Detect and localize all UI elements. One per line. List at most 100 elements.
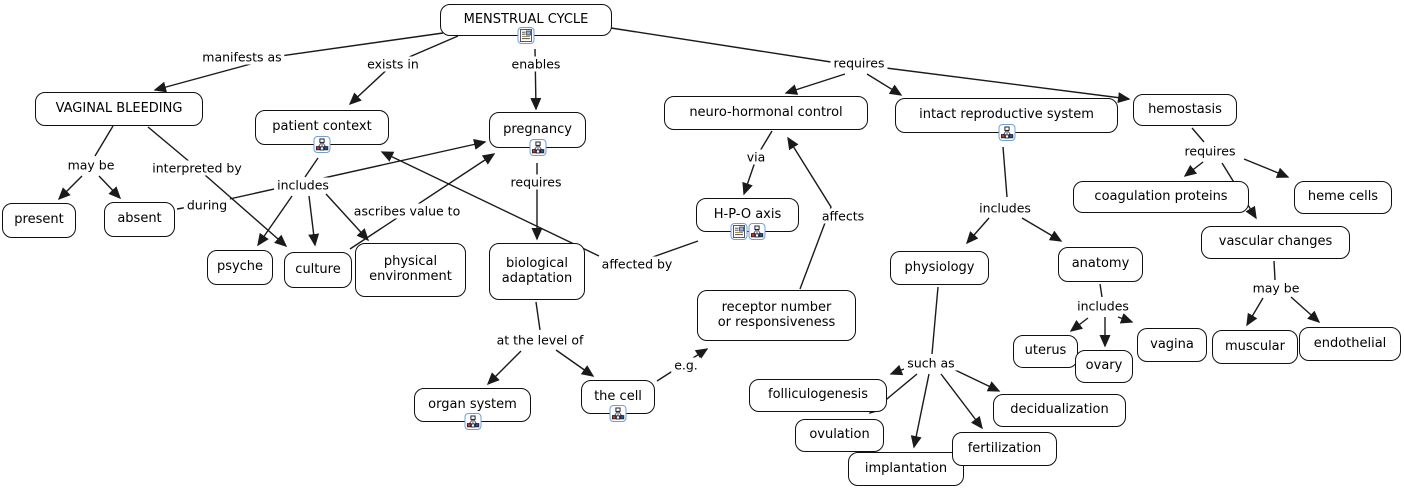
node-uterus[interactable]: uterus [1013,335,1078,368]
node-label: uterus [1024,343,1067,359]
node-label: endothelial [1313,335,1387,351]
node-h-p-o-axis[interactable]: H-P-O axis [696,198,799,232]
node-label: implantation [864,460,948,476]
linking-phrase-affects[interactable]: affects [818,208,868,224]
linking-phrase-via[interactable]: via [743,149,769,165]
linking-phrase-requires-hemostasis[interactable]: requires [1181,143,1239,159]
node-label: ovary [1085,358,1123,374]
linking-phrase-at-the-level-of[interactable]: at the level of [493,332,587,348]
node-label: intact reproductive system [919,107,1094,123]
linking-phrase-eg[interactable]: e.g. [671,357,701,373]
connector-hemostasis--requires-stem [1191,127,1205,143]
connector-includes--anatomy [1021,217,1063,242]
node-vaginal-bleeding[interactable]: VAGINAL BLEEDING [35,92,203,126]
node-label: ovulation [809,427,870,443]
connector-patient-context--includes-stem [304,157,319,178]
document-resource-icon[interactable] [517,27,535,44]
node-receptor-number[interactable]: receptor number or responsiveness [697,290,856,341]
connector-includes--physical-environment [325,193,370,242]
connector-such-as--fertilization [940,373,983,430]
node-hemostasis[interactable]: hemostasis [1133,94,1237,126]
connector-anatomy--includes-stem [1099,283,1103,298]
concept-map-resource-icon[interactable] [998,124,1015,141]
node-heme-cells[interactable]: heme cells [1294,181,1392,214]
linking-phrase-interpreted-by[interactable]: interpreted by [149,160,245,176]
node-label: present [14,212,64,228]
linking-phrase-may-be-bleeding[interactable]: may be [64,157,118,173]
node-physical-environment[interactable]: physical environment [355,243,466,297]
node-anatomy[interactable]: anatomy [1058,247,1143,282]
node-present[interactable]: present [2,203,76,238]
linking-phrase-includes-reproductive[interactable]: includes [976,200,1034,216]
node-fertilization[interactable]: fertilization [952,432,1057,466]
linking-phrase-during[interactable]: during [183,197,231,213]
connector-requires--intact-reproductive-system [866,73,903,96]
node-label: neuro-hormonal control [689,104,843,120]
linking-phrase-ascribes-value-to[interactable]: ascribes value to [350,203,464,219]
node-resource-icons [730,223,765,240]
connector-includes--psyche [257,195,293,247]
connector-intact-reproductive-system--includes-stem [1002,146,1008,198]
node-label: patient context [272,119,372,135]
document-resource-icon[interactable] [730,223,747,240]
linking-phrase-affected-by[interactable]: affected by [598,256,676,272]
node-ovulation[interactable]: ovulation [795,419,884,452]
connector-receptor-number--affects--neuro-hormonal-control [787,136,832,290]
connector-physiology--such-as-stem [931,286,939,355]
node-biological-adaptation[interactable]: biological adaptation [489,243,585,300]
linking-phrase-requires-top[interactable]: requires [830,55,888,71]
concept-map-resource-icon[interactable] [529,139,546,156]
node-intact-reproductive-system[interactable]: intact reproductive system [895,98,1118,133]
node-folliculogenesis[interactable]: folliculogenesis [749,379,887,412]
connector-culture--ascribes-value-to--pregnancy [349,153,496,250]
linking-phrase-requires-pregnancy[interactable]: requires [507,174,565,190]
node-endothelial[interactable]: endothelial [1299,327,1401,361]
node-coagulation-proteins[interactable]: coagulation proteins [1073,181,1249,213]
concept-map-resource-icon[interactable] [464,413,481,430]
connector-h-p-o-axis--affected-by-stem [649,240,699,259]
node-psyche[interactable]: psyche [207,250,273,285]
concept-map-resource-icon[interactable] [313,136,331,153]
node-muscular[interactable]: muscular [1212,330,1298,364]
linking-phrase-exists-in[interactable]: exists in [364,56,422,72]
node-label: the cell [594,388,642,404]
node-vagina[interactable]: vagina [1137,328,1207,362]
node-label: fertilization [967,440,1042,456]
connector-includes--uterus [1069,317,1089,332]
connector-includes--culture [308,195,320,247]
node-implantation[interactable]: implantation [848,452,964,486]
node-label: physical environment [369,254,452,284]
node-ovary[interactable]: ovary [1075,350,1133,383]
node-label: vascular changes [1218,234,1333,250]
node-label: folliculogenesis [768,387,868,403]
concept-map-resource-icon[interactable] [748,223,765,240]
connector-requires--hemostasis [885,67,1131,104]
node-label: physiology [904,259,975,275]
node-culture[interactable]: culture [284,252,352,288]
node-label: anatomy [1071,256,1130,272]
node-label: organ system [428,396,517,412]
linking-phrase-such-as[interactable]: such as [904,355,958,371]
concept-map-resource-icon[interactable] [609,405,627,422]
node-label: pregnancy [503,121,572,137]
node-physiology[interactable]: physiology [890,251,989,285]
node-absent[interactable]: absent [104,202,175,237]
linking-phrase-may-be-vascular[interactable]: may be [1249,280,1303,296]
linking-phrase-includes-context[interactable]: includes [274,177,332,193]
connector-may-be--absent [98,175,122,200]
linking-phrase-includes-anatomy[interactable]: includes [1074,298,1132,314]
connector-requires--neuro-hormonal-control [784,73,846,95]
node-decidualization[interactable]: decidualization [993,394,1126,427]
linking-phrase-enables[interactable]: enables [508,56,564,72]
connector-at-the-level-of--the-cell [555,349,595,377]
connector-may-be--endothelial [1290,296,1321,323]
node-label: MENSTRUAL CYCLE [463,11,589,27]
linking-phrase-manifests-as[interactable]: manifests as [199,49,285,65]
node-neuro-hormonal-control[interactable]: neuro-hormonal control [664,96,868,130]
node-vascular-changes[interactable]: vascular changes [1201,226,1350,259]
connector-may-be--present [57,175,83,201]
node-label: decidualization [1010,402,1109,418]
node-label: coagulation proteins [1094,188,1228,204]
